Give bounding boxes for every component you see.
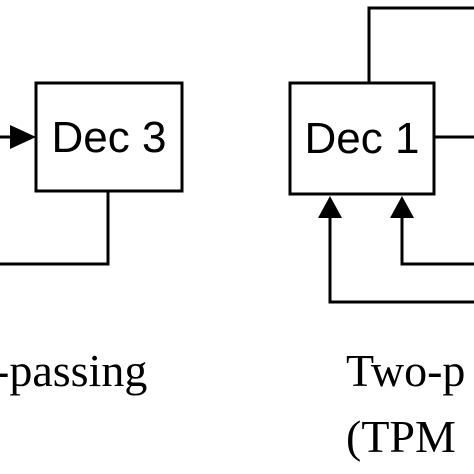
- dec3-feedback-wire: [0, 191, 110, 266]
- dec1-outer-feedback-wire: [328, 218, 474, 304]
- right-scheme: Dec 1: [288, 6, 474, 304]
- left-scheme: Dec 3: [0, 81, 184, 266]
- left-scheme-caption: -passing: [0, 345, 147, 396]
- dec3-input-arrowhead: [10, 125, 36, 149]
- dec1-inner-feedback-wire: [400, 218, 474, 266]
- dec1-block: [288, 81, 436, 196]
- dec1-label: Dec 1: [305, 114, 420, 163]
- right-scheme-caption-line1: Two-p: [346, 345, 465, 396]
- dec1-top-loop-wire: [367, 6, 474, 83]
- dec1-inner-feedback-arrowhead: [390, 196, 414, 218]
- dec3-label: Dec 3: [52, 113, 167, 162]
- right-scheme-caption-line2: (TPM: [346, 411, 456, 462]
- dec1-outer-feedback-arrowhead: [318, 196, 342, 218]
